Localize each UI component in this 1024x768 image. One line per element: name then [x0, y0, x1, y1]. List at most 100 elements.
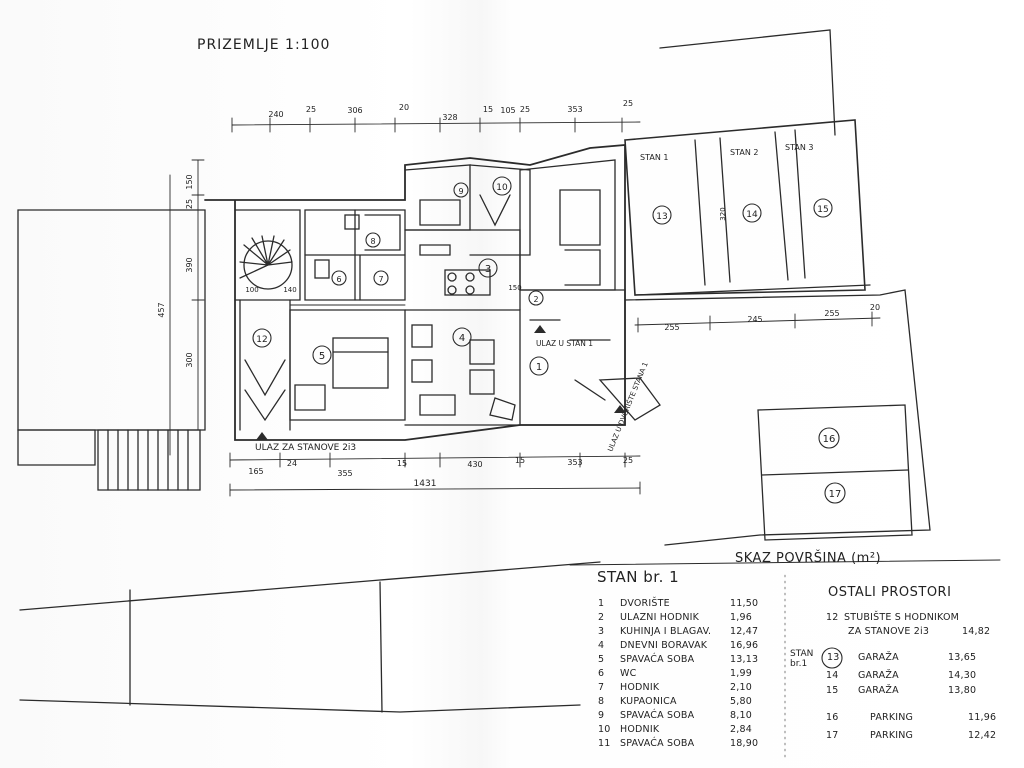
legend-room-name: SPAVAĆA SOBA [620, 710, 695, 721]
legend-number: 11 [598, 738, 611, 749]
legend-area: 2,84 [730, 724, 752, 735]
room-number: 10 [496, 183, 508, 193]
legend-number: 1 [598, 598, 605, 609]
room-number: 2 [533, 295, 538, 304]
legend-number: 13 [827, 652, 840, 663]
legend-number: 4 [598, 640, 605, 651]
room-number: 3 [485, 264, 491, 275]
dimension-text: 353 [567, 458, 582, 467]
dimension-text: 25 [185, 199, 194, 209]
dimension-text: 25 [520, 105, 530, 114]
legend-room-name: DVORIŠTE [620, 598, 670, 609]
room-number: 6 [336, 275, 341, 284]
stan-label: STAN 1 [640, 153, 668, 162]
site-outline-lower [19, 561, 601, 713]
dimension-numbers: 240 25 306 20 328 15 105 25 353 25 165 2… [157, 99, 880, 489]
legend-area: 2,10 [730, 682, 752, 693]
property-line [624, 289, 931, 546]
room-marker-15 [813, 198, 833, 218]
entry-area-1 [519, 289, 661, 426]
room-marker-2 [528, 290, 544, 306]
legend-room-name: DNEVNI BORAVAK [620, 640, 708, 651]
dimension-text: 25 [623, 99, 633, 108]
legend-area: 18,90 [730, 738, 759, 749]
plan-linework [17, 29, 1001, 761]
legend-room-name: GARAŽA [858, 670, 899, 681]
dimension-text: 306 [347, 106, 362, 115]
unit-labels: STAN 1 STAN 2 STAN 3 [640, 143, 813, 162]
legend-area: 8,10 [730, 710, 752, 721]
room-number: 13 [656, 212, 667, 222]
rooms-9-10 [404, 164, 531, 256]
legend-room-name: KUPAONICA [620, 696, 677, 707]
stan1-heading: STAN br. 1 [597, 568, 680, 586]
room-number: 12 [256, 335, 267, 345]
dimension-text: 24 [287, 459, 297, 468]
bedroom-5 [289, 309, 406, 421]
stan-label: STAN 2 [730, 148, 758, 157]
room-number: 16 [823, 434, 836, 445]
legend-area: 1,99 [730, 668, 752, 679]
legend-number: 17 [826, 730, 839, 741]
other-spaces-heading: OSTALI PROSTORI [828, 585, 952, 600]
dimension-text: 245 [747, 315, 762, 324]
dimension-lines [169, 117, 881, 497]
room-marker-8 [365, 232, 381, 248]
dimension-text: 25 [623, 456, 633, 465]
parking-area [757, 404, 913, 541]
dimension-text: 320 [719, 207, 727, 220]
neighbor-outline [659, 29, 836, 136]
legend-area: 12,47 [730, 626, 759, 637]
room-marker-5 [312, 345, 332, 365]
dimension-text: 105 [500, 106, 515, 115]
legend-room-name: SPAVAĆA SOBA [620, 738, 695, 749]
room-marker-4 [452, 327, 472, 347]
room-markers [252, 176, 846, 669]
room-number: 9 [458, 187, 463, 196]
left-block [17, 209, 206, 431]
dimension-text: 255 [824, 309, 839, 318]
dimension-text: 25 [306, 105, 316, 114]
room-marker-17 [824, 482, 846, 504]
dimension-text: 240 [268, 110, 283, 119]
entrance-arrow-icon [534, 325, 546, 333]
dimension-text: 353 [567, 105, 582, 114]
main-footprint [204, 144, 626, 441]
room-marker-7 [373, 270, 389, 286]
room-marker-10 [492, 176, 512, 196]
legend-marker-13 [821, 647, 843, 669]
entrance-arrow-icon [256, 432, 268, 440]
legend-room-name: KUHINJA I BLAGAV. [620, 626, 712, 637]
living-room-4 [404, 309, 521, 426]
legend-area: 14,30 [948, 670, 977, 681]
legend-number: 12 [826, 612, 839, 623]
legend-room-name: HODNIK [620, 724, 660, 735]
bedroom-11 [519, 159, 616, 291]
dimension-text: 20 [399, 103, 409, 112]
legend-title: SKAZ POVRŠINA (m²) [735, 551, 882, 566]
legend-area: 13,80 [948, 685, 977, 696]
legend-number: 6 [598, 668, 605, 679]
dimension-text: 328 [442, 113, 457, 122]
room-number: 17 [829, 489, 842, 500]
room-number: 7 [378, 275, 383, 284]
legend-number: 2 [598, 612, 605, 623]
external-stair [97, 429, 201, 491]
legend-number: 9 [598, 710, 605, 721]
dimension-text: 20 [870, 303, 880, 312]
legend-area: 11,50 [730, 598, 759, 609]
legend-area: 16,96 [730, 640, 759, 651]
dimension-text: 165 [248, 467, 263, 476]
legend-room-name: PARKING [870, 712, 914, 723]
room-number: 4 [459, 333, 465, 344]
dimension-text: 300 [185, 352, 194, 367]
dimension-text: 430 [467, 460, 482, 469]
room-marker-1 [529, 356, 549, 376]
room-marker-13 [652, 205, 672, 225]
room-marker-3 [478, 258, 498, 278]
entrance-label: ULAZ U DVORIŠTE STANA 1 [606, 361, 650, 453]
left-lower-strip [17, 429, 96, 466]
room-marker-12 [252, 328, 272, 348]
dimension-text: 150 [185, 174, 194, 189]
